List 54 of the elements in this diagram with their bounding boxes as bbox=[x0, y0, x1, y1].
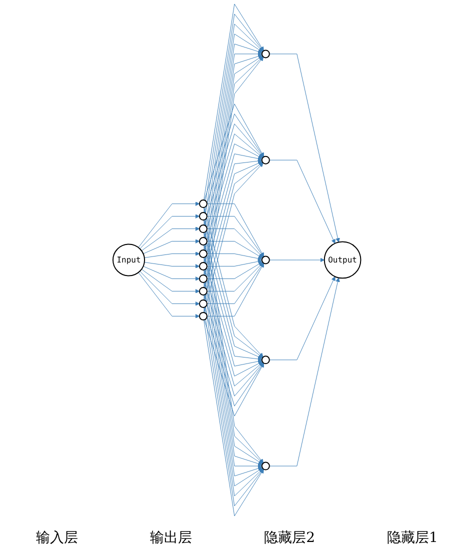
node-circle bbox=[199, 312, 208, 320]
node-circle bbox=[262, 50, 270, 58]
arrow bbox=[206, 262, 264, 304]
arrow bbox=[141, 268, 200, 294]
arrow bbox=[140, 270, 200, 306]
node-circle bbox=[199, 212, 208, 221]
arrow bbox=[143, 266, 200, 281]
arrow bbox=[144, 252, 200, 258]
arrow bbox=[204, 114, 264, 213]
arrow bbox=[138, 272, 200, 318]
arrow bbox=[140, 214, 200, 250]
arrow bbox=[206, 254, 262, 261]
node-circle bbox=[262, 462, 270, 470]
layer-label: 输出层 bbox=[150, 529, 192, 547]
arrow bbox=[206, 262, 263, 279]
arrow bbox=[206, 241, 263, 258]
arrow bbox=[144, 262, 200, 268]
arrow bbox=[138, 202, 200, 248]
arrow bbox=[269, 258, 325, 262]
arrow bbox=[204, 144, 263, 250]
node-circle bbox=[199, 274, 208, 283]
arrow bbox=[204, 104, 264, 200]
arrow bbox=[269, 160, 336, 244]
arrow bbox=[206, 262, 264, 292]
arrow bbox=[143, 239, 200, 254]
arrow bbox=[204, 124, 264, 226]
node-circle bbox=[199, 224, 208, 234]
layer-label: 隐藏层2 bbox=[264, 529, 315, 547]
node-circle bbox=[199, 299, 208, 308]
arrow bbox=[204, 320, 264, 416]
node-circle bbox=[199, 250, 208, 258]
arrow bbox=[206, 259, 262, 266]
node-circle bbox=[262, 256, 270, 264]
arrow bbox=[206, 204, 264, 257]
node-circle bbox=[199, 286, 208, 296]
node-circle bbox=[199, 237, 208, 246]
layer-label: 输入层 bbox=[36, 529, 78, 547]
node-circle bbox=[262, 156, 270, 164]
arrow bbox=[204, 294, 264, 396]
arrow bbox=[206, 228, 264, 258]
layer-label: 隐藏层1 bbox=[387, 529, 438, 547]
arrow bbox=[204, 282, 264, 386]
arrow bbox=[269, 54, 340, 242]
arrow bbox=[269, 278, 340, 466]
arrow bbox=[206, 216, 264, 258]
arrow bbox=[269, 276, 336, 360]
arrow bbox=[204, 134, 264, 238]
node-circle bbox=[262, 356, 270, 364]
arrow bbox=[204, 270, 263, 376]
arrow bbox=[206, 263, 264, 316]
arrow bbox=[141, 226, 200, 251]
arrow bbox=[204, 307, 264, 406]
node-circle bbox=[199, 262, 208, 270]
node-circle bbox=[199, 200, 208, 208]
